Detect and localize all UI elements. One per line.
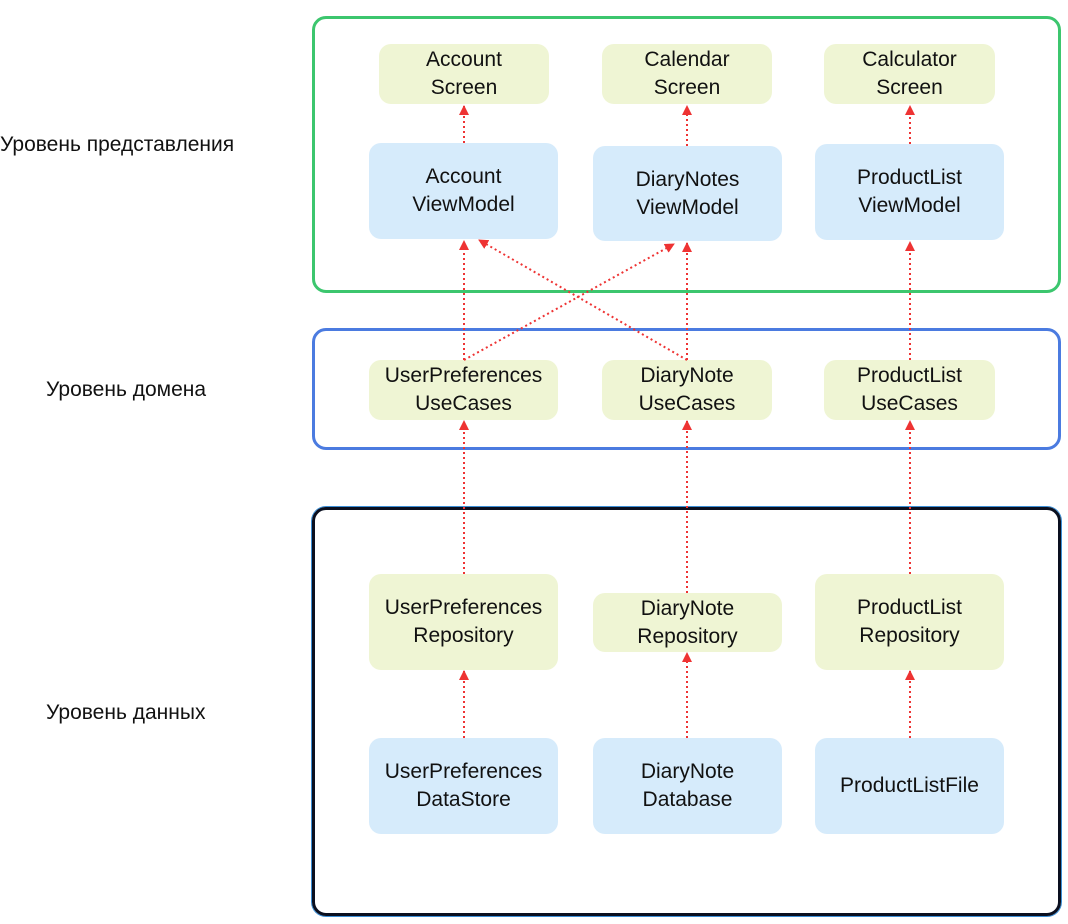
diarynotes-viewmodel-node: DiaryNotes ViewModel <box>593 146 782 241</box>
productlist-viewmodel-node: ProductList ViewModel <box>815 144 1004 240</box>
account-screen-node: Account Screen <box>379 44 549 104</box>
userpreferences-usecases-node: UserPreferences UseCases <box>369 360 558 420</box>
userpreferences-datastore-node: UserPreferences DataStore <box>369 738 558 834</box>
domain-layer-label: Уровень домена <box>46 378 207 401</box>
productlist-repository-node: ProductList Repository <box>815 574 1004 670</box>
productlist-file-node: ProductListFile <box>815 738 1004 834</box>
presentation-layer-label: Уровень представления <box>0 133 235 156</box>
productlist-usecases-node: ProductList UseCases <box>824 360 995 420</box>
diarynote-usecases-node: DiaryNote UseCases <box>602 360 772 420</box>
calendar-screen-node: Calendar Screen <box>602 44 772 104</box>
diarynote-repository-node: DiaryNote Repository <box>593 593 782 652</box>
account-viewmodel-node: Account ViewModel <box>369 143 558 239</box>
calculator-screen-node: Calculator Screen <box>824 44 995 104</box>
userpreferences-repository-node: UserPreferences Repository <box>369 574 558 670</box>
diarynote-database-node: DiaryNote Database <box>593 738 782 834</box>
data-layer-box <box>312 507 1061 916</box>
data-layer-label: Уровень данных <box>46 701 206 724</box>
